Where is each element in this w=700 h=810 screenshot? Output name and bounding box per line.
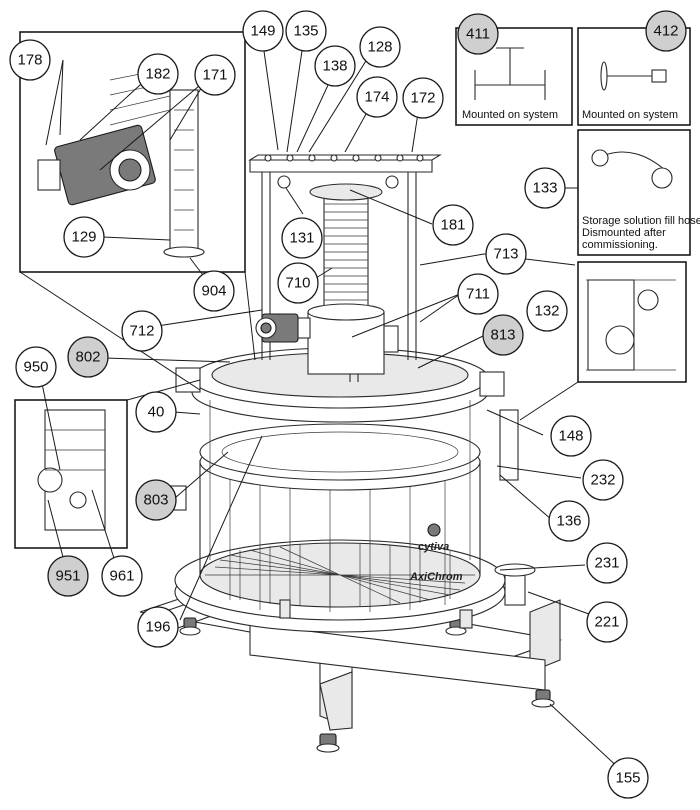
callout-813: 813 xyxy=(482,314,524,356)
callout-148: 148 xyxy=(550,415,592,457)
svg-text:961: 961 xyxy=(109,568,134,585)
hose-caption-line2: Dismounted after xyxy=(582,227,666,239)
svg-text:412: 412 xyxy=(653,23,678,40)
callout-221: 221 xyxy=(586,601,628,643)
callout-135: 135 xyxy=(285,10,327,52)
callout-231: 231 xyxy=(586,542,628,584)
svg-text:231: 231 xyxy=(594,555,619,572)
callout-182: 182 xyxy=(137,53,179,95)
svg-text:813: 813 xyxy=(490,327,515,344)
svg-text:181: 181 xyxy=(440,217,465,234)
svg-text:172: 172 xyxy=(410,90,435,107)
callout-40: 40 xyxy=(135,391,177,433)
svg-text:711: 711 xyxy=(466,286,490,303)
callout-138: 138 xyxy=(314,45,356,87)
svg-text:712: 712 xyxy=(129,323,154,340)
hose-caption-line3: commissioning. xyxy=(582,239,658,251)
svg-text:950: 950 xyxy=(23,359,48,376)
callout-904: 904 xyxy=(193,270,235,312)
callout-133: 133 xyxy=(524,167,566,209)
svg-text:710: 710 xyxy=(285,275,310,292)
callout-411: 411 xyxy=(457,13,499,55)
callout-172: 172 xyxy=(402,77,444,119)
callout-713: 713 xyxy=(485,233,527,275)
svg-text:951: 951 xyxy=(55,568,80,585)
callout-802: 802 xyxy=(67,336,109,378)
callout-803: 803 xyxy=(135,479,177,521)
callout-712: 712 xyxy=(121,310,163,352)
callout-196: 196 xyxy=(137,606,179,648)
motor xyxy=(255,313,311,343)
hose-caption-line1: Storage solution fill hose. xyxy=(582,215,700,227)
svg-text:138: 138 xyxy=(322,58,347,75)
brand-product: AxiChrom xyxy=(409,571,463,583)
svg-text:232: 232 xyxy=(590,472,615,489)
callout-155: 155 xyxy=(607,757,649,799)
brand-logo: cytiva xyxy=(418,541,449,553)
svg-text:129: 129 xyxy=(71,229,96,246)
inset-hose: Storage solution fill hose. Dismounted a… xyxy=(577,129,700,256)
bottom-flange xyxy=(174,539,506,633)
svg-text:411: 411 xyxy=(466,26,490,43)
callout-710: 710 xyxy=(277,262,319,304)
svg-text:904: 904 xyxy=(201,283,226,300)
callout-174: 174 xyxy=(356,76,398,118)
callout-171: 171 xyxy=(194,54,236,96)
inset-pipe-detail xyxy=(14,399,128,549)
callout-412: 412 xyxy=(645,10,687,52)
middle-ring xyxy=(199,423,481,491)
svg-text:182: 182 xyxy=(145,66,170,83)
svg-text:40: 40 xyxy=(148,404,165,421)
column-machine-drawing: cytiva AxiChrom xyxy=(139,154,563,753)
callout-711: 711 xyxy=(457,273,499,315)
svg-text:803: 803 xyxy=(143,492,168,509)
plug-caption: Mounted on system xyxy=(582,109,678,121)
svg-text:713: 713 xyxy=(493,246,518,263)
svg-text:135: 135 xyxy=(293,23,318,40)
callout-129: 129 xyxy=(63,216,105,258)
svg-text:174: 174 xyxy=(364,89,389,106)
callout-232: 232 xyxy=(582,459,624,501)
svg-text:802: 802 xyxy=(75,349,100,366)
callout-178: 178 xyxy=(9,39,51,81)
svg-text:136: 136 xyxy=(556,513,581,530)
callout-961: 961 xyxy=(101,555,143,597)
pipework: cytiva AxiChrom xyxy=(409,409,536,606)
callout-136: 136 xyxy=(548,500,590,542)
inset-valve-detail xyxy=(577,261,687,383)
upper-flange xyxy=(167,347,505,511)
callout-950: 950 xyxy=(15,346,57,388)
callout-131: 131 xyxy=(281,217,323,259)
spindle xyxy=(307,183,399,375)
svg-text:133: 133 xyxy=(532,180,557,197)
svg-text:132: 132 xyxy=(534,303,559,320)
callout-132: 132 xyxy=(526,290,568,332)
callout-149: 149 xyxy=(242,10,284,52)
callout-951: 951 xyxy=(47,555,89,597)
svg-text:221: 221 xyxy=(594,614,619,631)
top-plate xyxy=(248,154,442,189)
svg-text:171: 171 xyxy=(202,67,227,84)
svg-text:149: 149 xyxy=(250,23,275,40)
callout-181: 181 xyxy=(432,204,474,246)
svg-text:196: 196 xyxy=(145,619,170,636)
svg-text:155: 155 xyxy=(615,770,640,787)
callout-128: 128 xyxy=(359,26,401,68)
tee-caption: Mounted on system xyxy=(462,109,558,121)
svg-text:148: 148 xyxy=(558,428,583,445)
svg-text:131: 131 xyxy=(289,230,314,247)
svg-text:178: 178 xyxy=(17,52,42,69)
svg-text:128: 128 xyxy=(367,39,392,56)
column-tube xyxy=(199,460,481,612)
